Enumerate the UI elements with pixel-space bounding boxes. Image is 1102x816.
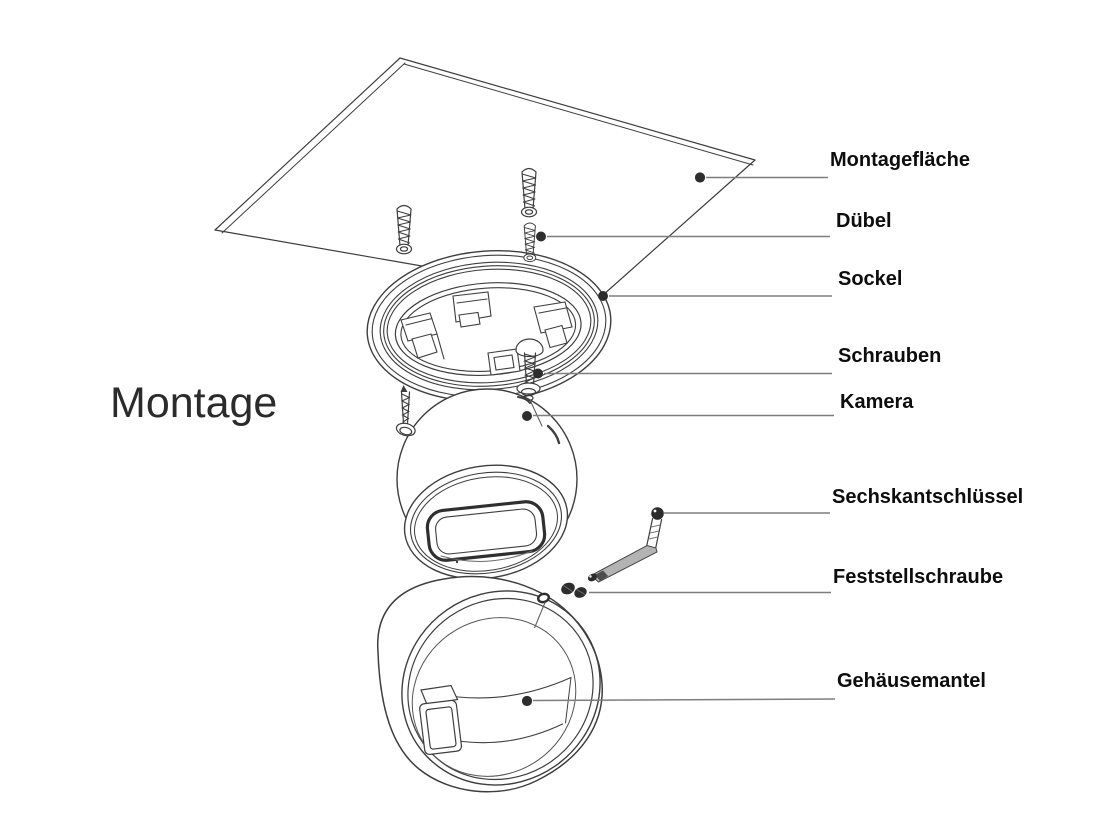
- wall-anchors: [395, 167, 538, 263]
- set-screws: [534, 582, 587, 629]
- label-duebel: Dübel: [836, 210, 892, 232]
- label-sockel: Sockel: [838, 268, 903, 290]
- label-sechskantschluessel: Sechskantschlüssel: [832, 486, 1024, 508]
- mounting-plate: [214, 57, 756, 296]
- wall-anchor-right-top: [520, 167, 538, 218]
- label-montageflaeche: Montagefläche: [830, 149, 971, 171]
- leader-schrauben: [533, 368, 832, 379]
- label-kamera: Kamera: [840, 391, 914, 413]
- leader-lines: [521, 172, 836, 707]
- wall-anchor-left: [395, 204, 413, 255]
- camera-body: [396, 388, 578, 580]
- mounting-clip-left: [400, 312, 445, 360]
- leader-duebel: [536, 231, 830, 242]
- housing-rim: [401, 590, 601, 786]
- set-screw-hole: [536, 592, 551, 604]
- figure-title: Montage: [110, 379, 278, 427]
- label-gehaeusemantel: Gehäusemantel: [837, 670, 986, 692]
- cable-notch: [419, 684, 463, 756]
- dome-seam-mark: [546, 424, 561, 445]
- leader-sockel: [598, 291, 832, 301]
- hex-key-ball-end: [651, 507, 664, 520]
- housing-shell: [377, 575, 603, 793]
- leader-kamera: [522, 411, 834, 421]
- screw-guide-line: [529, 399, 543, 427]
- mounting-clip-bottom: [487, 348, 521, 376]
- hex-key: [587, 507, 664, 583]
- side-screw: [395, 385, 416, 437]
- mounting-clip-right: [533, 301, 573, 349]
- wall-anchor-right-bottom: [523, 222, 537, 263]
- center-screw: [515, 338, 544, 427]
- leader-montageflaeche: [694, 172, 828, 183]
- label-schrauben: Schrauben: [838, 345, 942, 367]
- base-ring: [366, 250, 612, 402]
- mounting-clip-top: [452, 291, 492, 328]
- label-feststellschraube: Feststellschraube: [833, 566, 1004, 588]
- leader-gehaeusemantel: [521, 695, 836, 707]
